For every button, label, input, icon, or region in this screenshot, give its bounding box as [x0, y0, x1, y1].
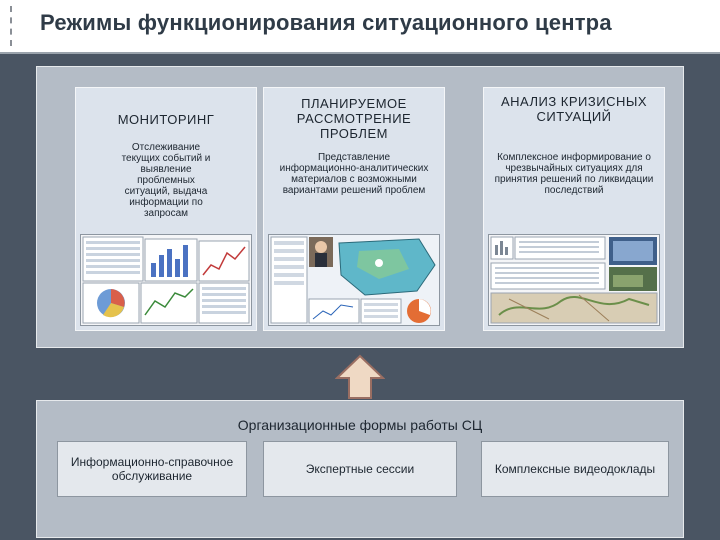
mode-title: ПЛАНИРУЕМОЕ РАССМОТРЕНИЕ ПРОБЛЕМ [296, 96, 412, 141]
form-info-reference-service: Информационно-справочное обслуживание [57, 441, 247, 497]
mode-description: Представление информационно-аналитически… [279, 152, 429, 196]
organizational-forms-title: Организационные формы работы СЦ [237, 417, 483, 433]
title-bar: Режимы функционирования ситуационного це… [0, 0, 720, 52]
mode-card-monitoring: МОНИТОРИНГ Отслеживание текущих событий … [75, 87, 257, 331]
mode-description: Комплексное информирование о чрезвычайны… [494, 152, 654, 196]
decorative-marks [10, 6, 12, 46]
planned-review-screenshot-image [268, 234, 440, 326]
organizational-forms-panel: Организационные формы работы СЦ Информац… [36, 400, 684, 538]
mode-title: МОНИТОРИНГ [117, 112, 215, 127]
modes-panel: МОНИТОРИНГ Отслеживание текущих событий … [36, 66, 684, 348]
form-video-reports: Комплексные видеодоклады [481, 441, 669, 497]
title-divider [0, 52, 720, 54]
mode-title: АНАЛИЗ КРИЗИСНЫХ СИТУАЦИЙ [500, 94, 648, 124]
monitoring-screenshot-image [80, 234, 252, 326]
mode-card-planned-review: ПЛАНИРУЕМОЕ РАССМОТРЕНИЕ ПРОБЛЕМ Предста… [263, 87, 445, 331]
form-expert-sessions: Экспертные сессии [263, 441, 457, 497]
mode-description: Отслеживание текущих событий и выявление… [121, 142, 211, 219]
mode-card-crisis-analysis: АНАЛИЗ КРИЗИСНЫХ СИТУАЦИЙ Комплексное ин… [483, 87, 665, 331]
page-title: Режимы функционирования ситуационного це… [40, 10, 612, 35]
crisis-analysis-screenshot-image [488, 234, 660, 326]
up-arrow-icon [335, 354, 385, 399]
